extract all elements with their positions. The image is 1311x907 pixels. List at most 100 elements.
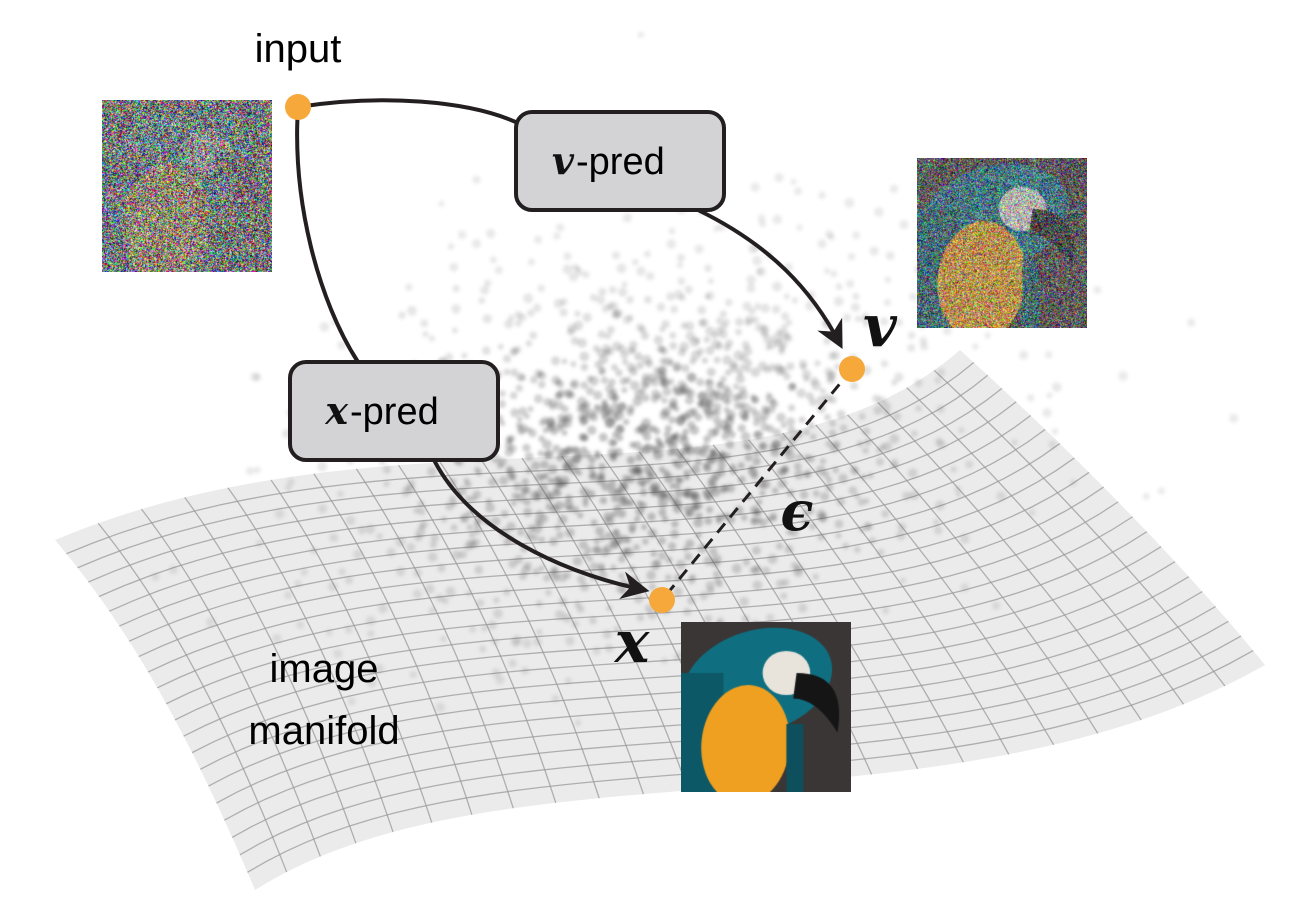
data-point bbox=[521, 478, 529, 486]
data-point bbox=[746, 283, 756, 293]
data-point bbox=[889, 184, 899, 194]
data-point bbox=[665, 556, 673, 564]
data-point bbox=[337, 490, 344, 498]
data-point bbox=[783, 293, 790, 300]
data-point bbox=[386, 547, 396, 557]
data-point bbox=[398, 311, 406, 320]
data-point bbox=[365, 615, 376, 626]
data-point bbox=[448, 495, 457, 503]
data-point bbox=[547, 421, 556, 430]
data-point bbox=[538, 565, 545, 572]
data-point bbox=[582, 496, 589, 503]
data-point bbox=[611, 401, 619, 409]
data-point bbox=[595, 526, 605, 536]
data-point bbox=[681, 445, 691, 455]
data-point bbox=[751, 546, 761, 555]
data-point bbox=[471, 238, 482, 249]
data-point bbox=[444, 353, 454, 362]
data-point bbox=[532, 637, 543, 647]
data-point bbox=[936, 439, 947, 450]
data-point bbox=[417, 500, 425, 508]
data-point bbox=[602, 404, 613, 415]
data-point bbox=[435, 702, 446, 713]
input-point bbox=[285, 94, 311, 120]
data-point bbox=[582, 551, 589, 559]
data-point bbox=[750, 367, 761, 378]
data-point bbox=[246, 467, 255, 475]
data-point bbox=[601, 399, 608, 406]
data-point bbox=[598, 463, 606, 471]
data-point bbox=[585, 387, 595, 396]
data-point bbox=[516, 416, 523, 423]
data-point bbox=[521, 666, 529, 675]
data-point bbox=[669, 341, 678, 350]
data-point bbox=[418, 523, 426, 531]
data-point bbox=[622, 358, 629, 365]
data-point bbox=[485, 498, 492, 505]
data-point bbox=[788, 404, 796, 412]
data-point bbox=[509, 368, 519, 377]
data-point bbox=[554, 524, 561, 531]
input-to-x-pred-line bbox=[295, 106, 360, 364]
data-point bbox=[812, 489, 820, 498]
data-point bbox=[529, 331, 538, 340]
data-point bbox=[532, 524, 543, 534]
data-point bbox=[461, 352, 468, 359]
data-point bbox=[824, 267, 831, 274]
data-point bbox=[580, 446, 588, 453]
data-point bbox=[499, 420, 506, 427]
data-point bbox=[705, 378, 715, 388]
data-point bbox=[950, 466, 957, 473]
v-pred-suffix: -pred bbox=[576, 141, 665, 183]
data-point bbox=[791, 297, 798, 304]
data-point bbox=[740, 431, 751, 442]
data-point bbox=[960, 583, 970, 593]
data-point bbox=[618, 401, 627, 411]
data-point bbox=[517, 426, 526, 436]
data-point bbox=[656, 302, 666, 312]
data-point bbox=[797, 603, 808, 613]
data-point bbox=[725, 440, 735, 449]
data-point bbox=[716, 317, 724, 325]
data-point bbox=[860, 473, 867, 481]
data-point bbox=[641, 523, 648, 531]
data-point bbox=[804, 469, 812, 478]
data-point bbox=[608, 486, 617, 496]
data-point bbox=[440, 516, 448, 523]
data-point bbox=[1048, 440, 1057, 449]
data-point bbox=[816, 404, 826, 414]
data-point bbox=[668, 227, 676, 235]
data-point bbox=[579, 487, 590, 497]
data-point bbox=[654, 436, 662, 444]
data-point bbox=[785, 319, 793, 326]
data-point bbox=[1051, 382, 1062, 392]
data-point bbox=[568, 272, 579, 282]
data-point bbox=[787, 425, 796, 435]
data-point bbox=[407, 479, 416, 487]
data-point bbox=[658, 551, 667, 560]
data-point bbox=[751, 316, 760, 324]
data-point bbox=[611, 494, 620, 503]
data-point bbox=[593, 403, 600, 410]
data-point bbox=[674, 489, 684, 498]
data-point bbox=[366, 677, 377, 688]
data-point bbox=[910, 430, 918, 438]
data-point bbox=[613, 308, 623, 318]
data-point bbox=[823, 413, 832, 421]
data-point bbox=[984, 332, 991, 339]
data-point bbox=[716, 580, 724, 588]
manifold-grid-line bbox=[191, 546, 1162, 754]
data-point bbox=[626, 475, 635, 484]
data-point bbox=[472, 538, 481, 547]
data-point bbox=[722, 384, 731, 393]
data-point bbox=[576, 574, 586, 584]
data-point bbox=[687, 576, 696, 585]
data-point bbox=[641, 354, 652, 365]
data-point bbox=[752, 580, 763, 590]
data-point bbox=[809, 523, 817, 530]
data-point bbox=[538, 380, 546, 389]
data-point bbox=[657, 536, 666, 545]
data-point bbox=[597, 562, 605, 571]
data-point bbox=[661, 379, 670, 388]
data-point bbox=[834, 519, 844, 529]
